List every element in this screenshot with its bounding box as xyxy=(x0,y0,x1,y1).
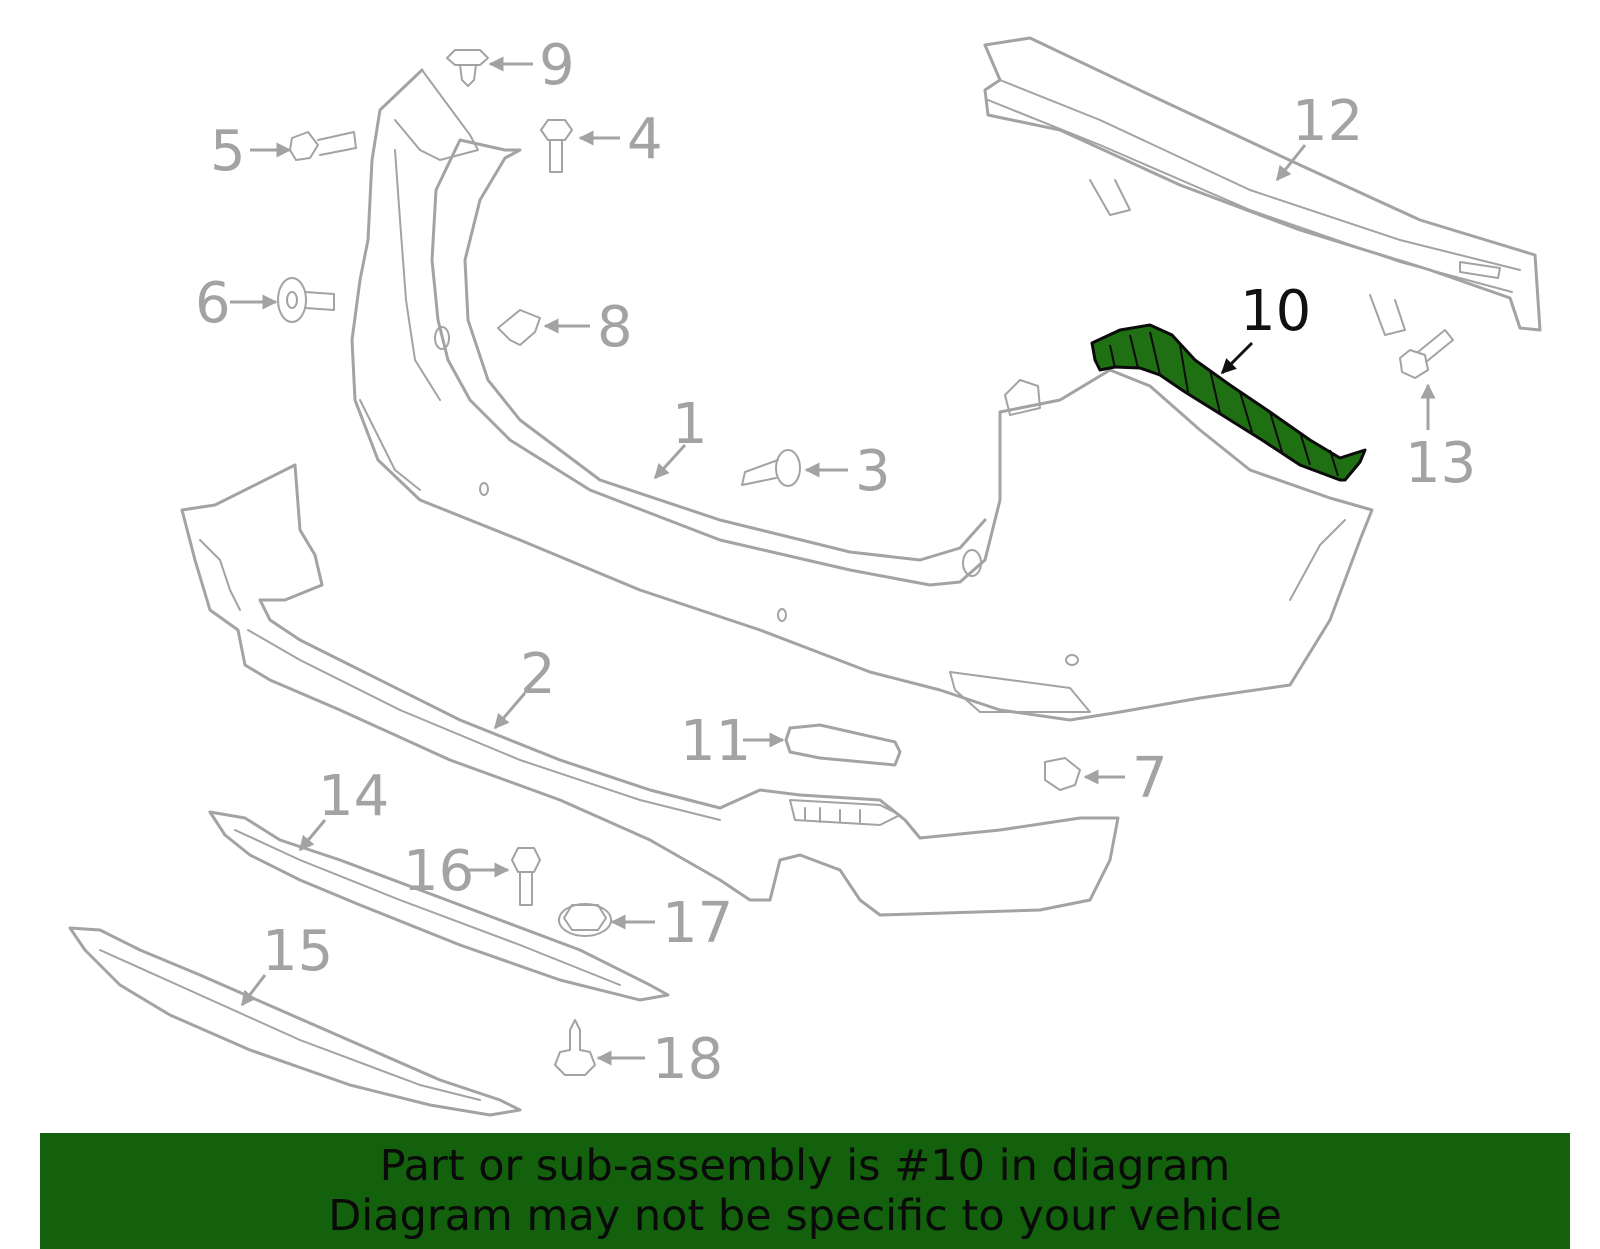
callout-14: 14 xyxy=(318,764,389,829)
callout-15: 15 xyxy=(262,919,333,984)
reinforcement-beam-part xyxy=(983,36,1542,336)
bumper-cover-part xyxy=(350,68,1374,722)
leader-15 xyxy=(240,974,267,1007)
leader-14 xyxy=(298,819,327,852)
callout-8: 8 xyxy=(597,295,633,360)
fastener-7 xyxy=(1044,757,1081,791)
banner-line-disclaimer: Diagram may not be specific to your vehi… xyxy=(328,1191,1282,1241)
callout-6: 6 xyxy=(195,271,231,336)
callout-4: 4 xyxy=(627,107,663,172)
trim-strip-upper-part xyxy=(208,810,670,1002)
leader-lines xyxy=(230,56,1436,1066)
part-info-banner: Part or sub-assembly is #10 in diagram D… xyxy=(40,1133,1570,1249)
leader-1 xyxy=(653,443,687,480)
skid-plate-part xyxy=(68,926,522,1117)
callout-numbers: 1 2 3 4 5 6 7 8 9 10 11 12 13 14 15 16 1… xyxy=(195,33,1476,1092)
callout-13: 13 xyxy=(1405,431,1476,496)
callout-3: 3 xyxy=(855,439,891,504)
callout-10: 10 xyxy=(1240,279,1311,344)
fastener-16 xyxy=(511,847,541,906)
fastener-8 xyxy=(497,309,541,346)
callout-11: 11 xyxy=(680,709,751,774)
leader-2 xyxy=(493,692,527,730)
fastener-18 xyxy=(554,1019,596,1076)
callout-7: 7 xyxy=(1132,746,1168,811)
fastener-4 xyxy=(540,119,573,173)
leader-12 xyxy=(1275,144,1307,182)
banner-line-part-number: Part or sub-assembly is #10 in diagram xyxy=(379,1141,1231,1191)
nut-17 xyxy=(558,903,612,937)
lower-valance-part xyxy=(180,463,1120,917)
reflector-part xyxy=(784,723,902,767)
callout-17: 17 xyxy=(662,891,733,956)
fastener-9 xyxy=(446,49,489,87)
callout-18: 18 xyxy=(652,1027,723,1092)
callout-16: 16 xyxy=(403,839,474,904)
fastener-13 xyxy=(1399,329,1454,379)
leader-10 xyxy=(1220,341,1254,375)
callout-2: 2 xyxy=(520,642,556,707)
callout-9: 9 xyxy=(539,33,575,98)
callout-12: 12 xyxy=(1292,89,1363,154)
fastener-6 xyxy=(277,277,335,323)
bracket-highlighted-part xyxy=(1090,323,1367,482)
fastener-5 xyxy=(289,131,357,161)
callout-1: 1 xyxy=(672,392,708,457)
callout-5: 5 xyxy=(210,119,246,184)
fastener-3 xyxy=(741,449,801,487)
